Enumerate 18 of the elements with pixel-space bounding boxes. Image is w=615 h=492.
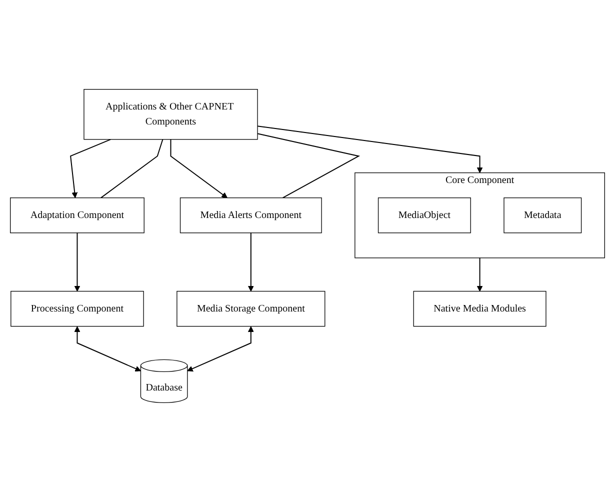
node-box: Adaptation Component xyxy=(10,197,144,234)
arrow xyxy=(74,326,141,372)
node-box: Applications & Other CAPNET Components xyxy=(84,89,258,140)
node-box: MediaObject xyxy=(378,197,471,234)
node-box: Media Storage Component xyxy=(176,290,326,327)
node-box: Metadata xyxy=(504,197,582,234)
connector xyxy=(257,133,360,198)
arrow xyxy=(70,138,112,198)
node-box: Processing Component xyxy=(10,290,144,327)
node-box: Media Alerts Component xyxy=(180,197,322,234)
arrow xyxy=(476,257,483,292)
arrow xyxy=(248,232,254,292)
arrow xyxy=(170,138,228,198)
arrow xyxy=(257,126,483,174)
node-box: Native Media Modules xyxy=(413,290,546,327)
arrow xyxy=(187,326,254,372)
connector xyxy=(100,138,164,198)
arrow xyxy=(74,232,80,292)
